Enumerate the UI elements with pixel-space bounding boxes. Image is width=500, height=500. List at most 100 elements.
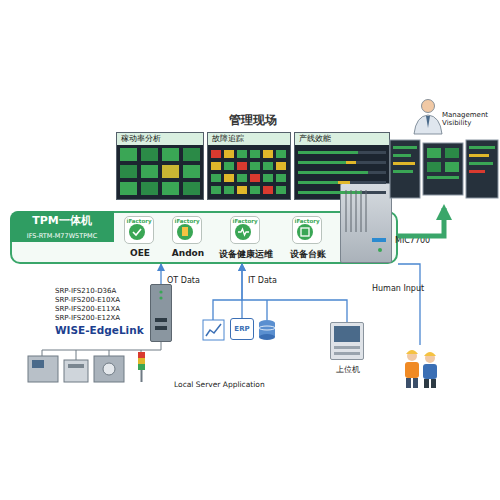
decor-shape (398, 264, 420, 345)
app-icon: iFactory设备健康运维 (230, 216, 260, 244)
free-label: Human Input (372, 284, 424, 293)
app-icon: iFactory设备台账 (292, 216, 322, 244)
decor-shape (28, 356, 58, 382)
decor-shape (259, 326, 275, 330)
machines (28, 352, 145, 382)
node-text: 管理现场 (112, 112, 394, 129)
decor-shape (424, 352, 436, 356)
node-text: iFactory (293, 218, 321, 224)
decor-shape (393, 170, 413, 173)
decor-shape (445, 162, 459, 172)
decor-shape (266, 300, 267, 320)
edge-label: OT Data (167, 276, 200, 285)
free-label: Local Server Application (174, 380, 265, 389)
node-text: iFactory (125, 218, 153, 224)
management-display: Management Visibility (388, 96, 500, 208)
decor-shape (413, 378, 418, 388)
decor-shape (426, 116, 430, 128)
decor-shape (259, 323, 275, 337)
decor-shape (42, 342, 161, 356)
node-text: TPM一体机 (10, 211, 114, 230)
human-input-wire (398, 264, 420, 345)
node-text: iFactory (173, 218, 201, 224)
edge-gateway: SRP-IFS210-D36ASRP-IFS200-E10XASRP-IFS20… (150, 284, 172, 342)
decor-shape (141, 370, 143, 382)
output-arrow (398, 208, 444, 236)
node-text: SRP-IFS200-E10XA (55, 296, 120, 304)
data-connector (160, 264, 161, 284)
node-text: SRP-IFS200-E12XA (55, 314, 120, 322)
decor-shape (390, 140, 420, 198)
decor-shape (466, 140, 498, 198)
decor-shape (206, 324, 221, 336)
industrial-pc: MIC7700 (340, 183, 392, 263)
node-text: 设备台账 (268, 248, 348, 261)
decor-shape (469, 154, 489, 157)
node-text: 故障追踪 (208, 133, 290, 145)
decor-shape (68, 364, 84, 368)
decor-shape (393, 162, 415, 165)
decor-shape (469, 170, 485, 173)
decor-shape (259, 320, 275, 326)
decor-shape (422, 100, 435, 113)
decor-shape (138, 364, 145, 370)
decor-shape (423, 143, 463, 195)
app-icon: iFactoryOEE (124, 216, 154, 244)
host-computer: 上位机 (330, 322, 364, 360)
decor-shape (32, 360, 44, 368)
decor-shape (138, 358, 145, 364)
decor-shape (427, 148, 441, 158)
decor-shape (431, 379, 436, 388)
workers (405, 350, 437, 388)
decor-shape (103, 363, 115, 375)
dashboard-screen: 稼动率分析 (116, 132, 204, 200)
decor-shape (213, 300, 242, 320)
decor-shape (109, 350, 110, 356)
decor-shape (259, 334, 275, 340)
edge-label: IT Data (248, 276, 277, 285)
decor-shape (203, 320, 224, 340)
decor-shape (94, 356, 124, 382)
decor-shape (405, 362, 419, 378)
decor-shape (427, 162, 441, 172)
decor-shape (76, 350, 77, 360)
machine-wires (42, 342, 161, 360)
decor-shape (423, 364, 437, 379)
decor-shape (407, 351, 417, 361)
decor-shape (393, 146, 417, 149)
node-text: 上位机 (321, 364, 375, 375)
node-text: Andon (148, 248, 228, 258)
decor-shape (141, 350, 142, 352)
decor-shape (393, 154, 411, 157)
management-screens (390, 140, 498, 198)
decor-shape (469, 146, 495, 149)
decor-shape (406, 350, 418, 354)
decor-shape (424, 379, 429, 388)
node-text: OEE (100, 248, 180, 258)
erp-icon: ERP (230, 318, 254, 340)
node-text: MIC7700 (395, 236, 430, 245)
decor-shape (64, 360, 88, 382)
node-text: 设备健康运维 (206, 248, 286, 261)
manager-figure (414, 100, 442, 135)
decor-shape (427, 176, 459, 179)
node-text: SRP-IFS210-D36A (55, 287, 116, 295)
it-data-wires (213, 300, 267, 320)
node-text: 稼动率分析 (117, 133, 203, 145)
node-text: IFS-RTM-M77W5TPMC (10, 230, 114, 242)
decor-shape (414, 115, 442, 134)
node-text: SRP-IFS200-E11XA (55, 305, 120, 313)
node-text: ERP (231, 319, 253, 339)
node-text: WISE-EdgeLink (55, 324, 144, 336)
dashboard-screen: 故障追踪 (207, 132, 291, 200)
node-text: Management Visibility (442, 111, 500, 127)
decor-shape (445, 148, 459, 158)
decor-shape (138, 352, 145, 358)
decor-shape (425, 353, 435, 363)
decor-shape (406, 378, 411, 388)
app-icon: iFactoryAndon (172, 216, 202, 244)
node-text: iFactory (231, 218, 259, 224)
data-connector (241, 264, 242, 318)
data-connector (242, 264, 347, 322)
